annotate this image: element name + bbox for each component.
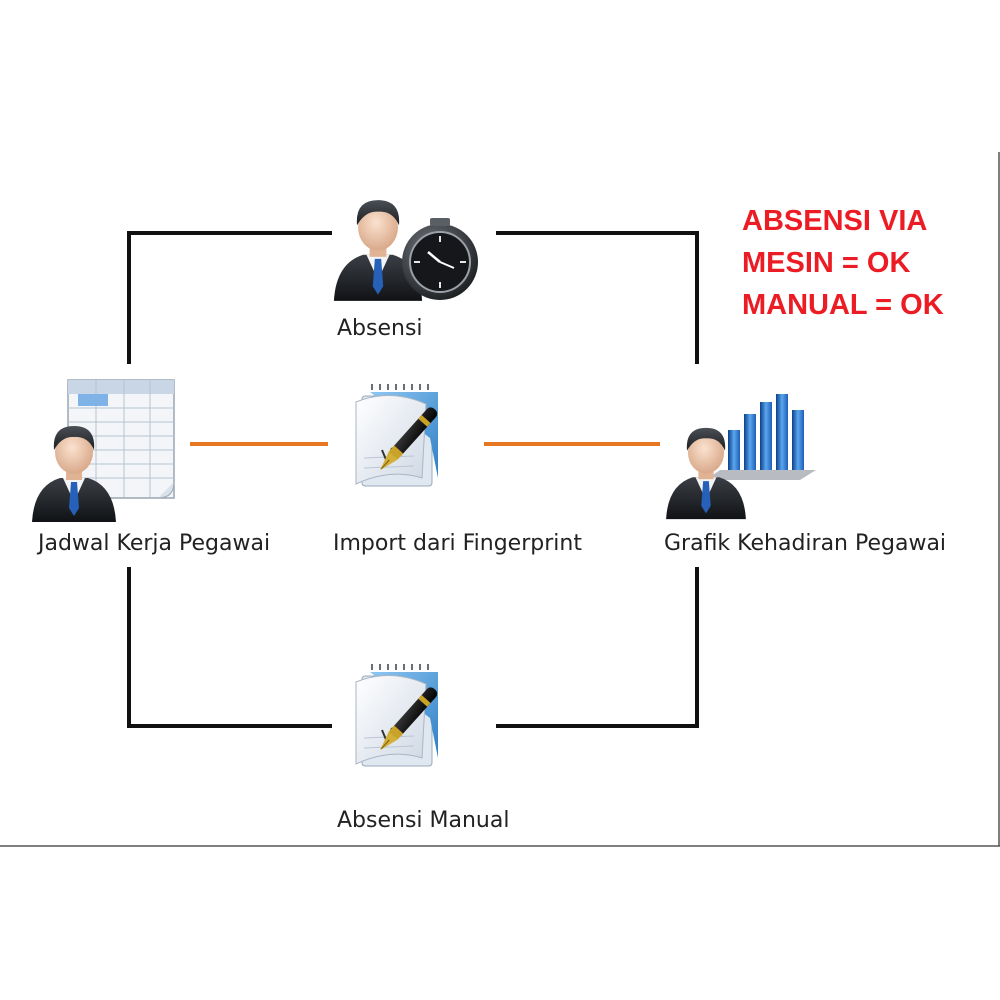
absensi-label[interactable]: Absensi [337, 316, 423, 341]
document-pen-icon[interactable] [355, 663, 441, 767]
grafik-kehadiran-label[interactable]: Grafik Kehadiran Pegawai [664, 531, 947, 556]
person-bar-chart-icon[interactable] [666, 394, 816, 520]
frame-top-left [127, 231, 332, 364]
person-spreadsheet-icon[interactable] [32, 379, 175, 522]
person-clock-icon[interactable] [333, 200, 478, 301]
import-fingerprint-label[interactable]: Import dari Fingerprint [333, 531, 582, 556]
note-line: MESIN = OK [742, 247, 911, 279]
frame-bottom-right [496, 567, 699, 728]
status-note: ABSENSI VIA MESIN = OK MANUAL = OK [742, 200, 944, 326]
note-line: MANUAL = OK [742, 289, 944, 321]
clock-icon [402, 218, 478, 300]
bar-chart-icon [706, 394, 816, 480]
note-line: ABSENSI VIA [742, 205, 928, 237]
absensi-manual-label[interactable]: Absensi Manual [337, 808, 510, 833]
frame-bottom-left [127, 567, 332, 728]
frame-top-right [496, 231, 699, 364]
frame-connectors [127, 231, 699, 728]
jadwal-kerja-label[interactable]: Jadwal Kerja Pegawai [38, 531, 271, 556]
document-pen-icon[interactable] [355, 383, 441, 487]
